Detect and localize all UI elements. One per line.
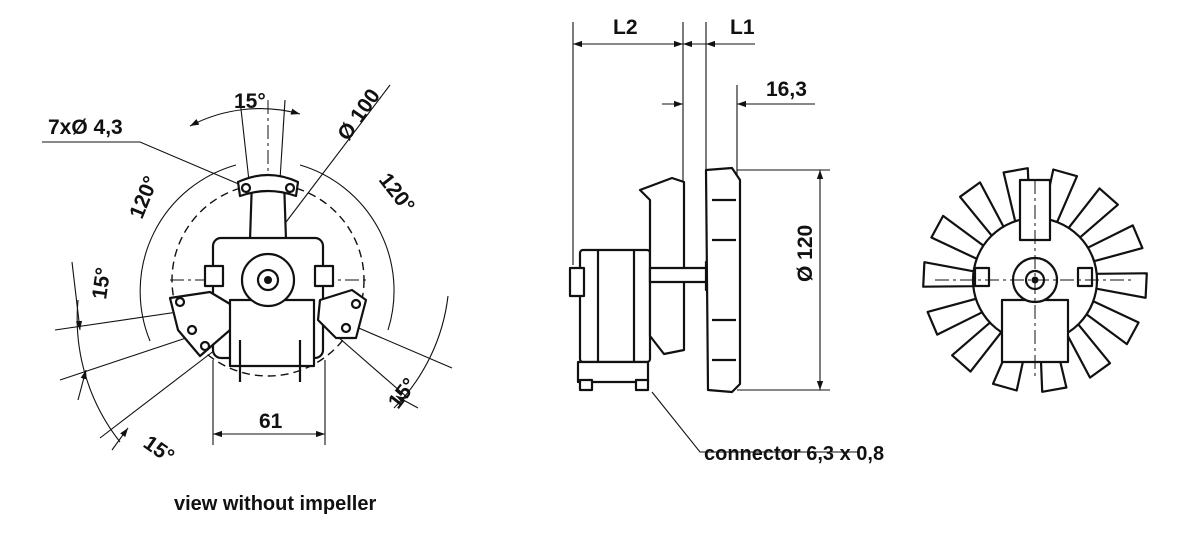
connector-label: connector 6,3 x 0,8 xyxy=(704,443,884,465)
impeller-blade xyxy=(1067,187,1119,239)
arc-120-right xyxy=(299,164,395,331)
motor-side xyxy=(568,176,740,392)
dim-holes: 7xØ 4,3 xyxy=(48,116,123,139)
dim-width-61: 61 xyxy=(259,410,283,433)
arc-top-15 xyxy=(189,108,301,127)
front-view-caption: view without impeller xyxy=(174,493,376,515)
dim-angle-15-bottom: 15° xyxy=(139,431,178,468)
dim-angle-top: 15° xyxy=(234,90,266,113)
impeller-blade xyxy=(951,321,1003,373)
impeller-blade xyxy=(1095,272,1148,299)
motor-bracket xyxy=(168,173,368,382)
dim-angle-120-left: 120° xyxy=(125,173,163,222)
impeller-blades xyxy=(922,167,1148,393)
impeller-blade xyxy=(922,261,975,288)
dim-angle-120-right: 120° xyxy=(374,169,419,217)
impeller-blade xyxy=(926,297,984,336)
arc-120-left xyxy=(139,164,237,342)
dim-16-3: 16,3 xyxy=(766,78,807,101)
impeller-blade xyxy=(958,181,1005,237)
dim-angle-15-left: 15° xyxy=(88,266,115,301)
dim-l2: L2 xyxy=(613,16,638,39)
impeller-side xyxy=(704,166,742,394)
impeller-blade xyxy=(1086,224,1144,263)
dim-diameter-120: Ø 120 xyxy=(794,225,817,282)
side-view: L2 L1 16,3 Ø 120 connector 6,3 x 0,8 xyxy=(568,16,884,465)
impeller-blade xyxy=(1085,300,1140,346)
impeller-blade xyxy=(1065,323,1112,379)
dim-diameter-100: Ø 100 xyxy=(333,85,385,145)
impeller-front-view xyxy=(922,167,1148,393)
front-view: 15° 7xØ 4,3 Ø 100 120° 120° 15° 15° 15° … xyxy=(42,84,453,515)
impeller-blade xyxy=(930,214,985,260)
dim-l1: L1 xyxy=(730,16,755,39)
